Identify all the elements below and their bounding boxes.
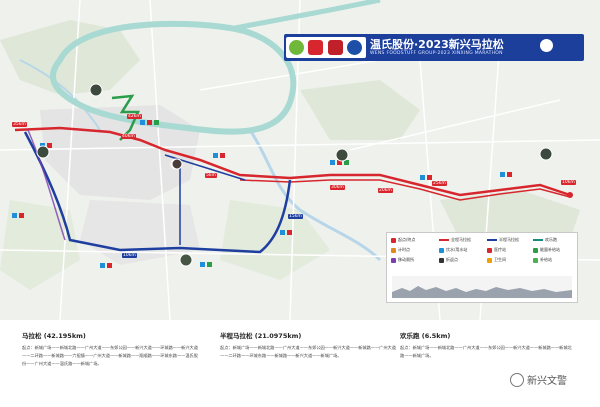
green-area <box>300 80 420 140</box>
section-text: 起点：新城广场——新城北路——广州大道——东郊公园——新兴大道——新城路——广州… <box>220 345 396 358</box>
sponsor-logo-icon <box>347 40 362 55</box>
km-marker: 10km <box>561 180 576 185</box>
legend-item: 移动厕所 <box>391 257 414 263</box>
event-logo-icon <box>540 39 553 52</box>
fun-run-route <box>111 94 140 141</box>
legend-label: 全程马拉松 <box>451 237 471 242</box>
banner-subtitle: WENS FOODSTUFF GROUP·2023 XINXING MARATH… <box>370 51 503 56</box>
green-area <box>0 20 140 95</box>
km-marker: 15km <box>288 214 303 219</box>
sponsor-logo-icon <box>289 40 304 55</box>
km-marker: 25km <box>432 181 447 186</box>
legend-item: 能量补给站 <box>533 247 560 253</box>
water-station-icon <box>439 247 444 253</box>
half-marathon-swatch <box>487 239 497 241</box>
legend-item: 计时点 <box>391 247 410 253</box>
timing-icon <box>391 247 396 253</box>
km-marker: 40km <box>121 134 136 139</box>
full-marathon-swatch <box>439 239 449 241</box>
medical-icon <box>487 247 492 253</box>
legend-label: 医疗站 <box>494 247 506 252</box>
legend-label: 起点/终点 <box>398 237 416 242</box>
landmark-photos[interactable] <box>36 83 553 267</box>
river <box>19 59 101 131</box>
legend-label: 计时点 <box>398 247 410 252</box>
section-title: 马拉松 (42.195km) <box>22 332 86 340</box>
watermark-label: 新兴文警 <box>527 376 567 387</box>
turnaround-marker[interactable] <box>567 192 573 198</box>
event-banner: 温氏股份·2023新兴马拉松 WENS FOODSTUFF GROUP·2023… <box>284 34 584 61</box>
start-finish-icon <box>391 237 396 243</box>
full-marathon-return <box>239 179 571 201</box>
legend-label: 半程马拉松 <box>499 237 519 242</box>
legend-item: 起点/终点 <box>391 237 415 243</box>
event-emblem-icon <box>558 39 578 52</box>
green-area <box>440 190 580 240</box>
legend-item: 医疗站 <box>487 247 506 253</box>
wechat-icon <box>510 372 524 387</box>
legend-item: 饮水/用水站 <box>439 247 467 253</box>
wechat-watermark: 新兴文警 <box>510 372 567 387</box>
legend-label: 折返点 <box>446 257 458 262</box>
half-marathon-description: 半程马拉松 (21.0975km) 起点：新城广场——新城北路——广州大道——东… <box>220 330 400 360</box>
green-area <box>220 200 330 280</box>
section-text: 起点：新城广场——新城北路——广州大道——东郊公园——新兴大道——新城路——新城… <box>400 345 572 358</box>
km-marker: 10km <box>122 253 137 258</box>
full-marathon-route <box>14 126 571 197</box>
aid-station-icons <box>12 120 512 268</box>
km-marker: 35km <box>12 122 27 127</box>
km-marker: 30km <box>330 185 345 190</box>
legend-label: 饮水/用水站 <box>446 247 468 252</box>
sponsor-logos <box>286 37 366 58</box>
legend-item: 补给站 <box>533 257 552 263</box>
highway-branch <box>234 0 381 31</box>
route-descriptions: 马拉松 (42.195km) 起点：新城广场——新城北路——广州大道——东郊公园… <box>0 320 600 407</box>
km-marker: 5km <box>205 173 217 178</box>
legend-label: 补给站 <box>540 257 552 262</box>
full-marathon-description: 马拉松 (42.195km) 起点：新城广场——新城北路——广州大道——东郊公园… <box>22 330 202 368</box>
legend-item: 折返点 <box>439 257 458 263</box>
legend-label: 欢乐跑 <box>545 237 557 242</box>
section-title: 欢乐跑 (6.5km) <box>400 332 451 340</box>
turnaround-icon <box>439 257 444 263</box>
legend-item: 半程马拉松 <box>487 237 519 243</box>
sponsor-logo-icon <box>308 40 323 55</box>
banner-title: 温氏股份·2023新兴马拉松 <box>370 38 504 51</box>
course-highlight <box>27 129 66 241</box>
legend-item: 全程马拉松 <box>439 237 471 243</box>
fun-run-swatch <box>533 239 543 241</box>
toilet-icon <box>391 257 396 263</box>
legend-item: 欢乐跑 <box>533 237 557 243</box>
elevation-profile <box>392 276 572 298</box>
fun-run-description: 欢乐跑 (6.5km) 起点：新城广场——新城北路——广州大道——东郊公园——新… <box>400 330 575 360</box>
section-text: 起点：新城广场——新城北路——广州大道——东郊公园——新兴大道——环城路——新兴… <box>22 345 198 366</box>
section-title: 半程马拉松 (21.0975km) <box>220 332 302 340</box>
km-marker: 20km <box>378 188 393 193</box>
river <box>248 129 382 262</box>
energy-station-icon <box>533 247 538 253</box>
legend-label: 移动厕所 <box>398 257 414 262</box>
legend-item: 卫生间 <box>487 257 506 263</box>
legend-label: 卫生间 <box>494 257 506 262</box>
km-marker: 42km <box>127 114 142 119</box>
legend-label: 能量补给站 <box>540 247 560 252</box>
restroom-icon <box>487 257 492 263</box>
sponsor-logo-icon <box>328 40 343 55</box>
supply-icon <box>533 257 538 263</box>
ring-highway <box>49 20 297 135</box>
